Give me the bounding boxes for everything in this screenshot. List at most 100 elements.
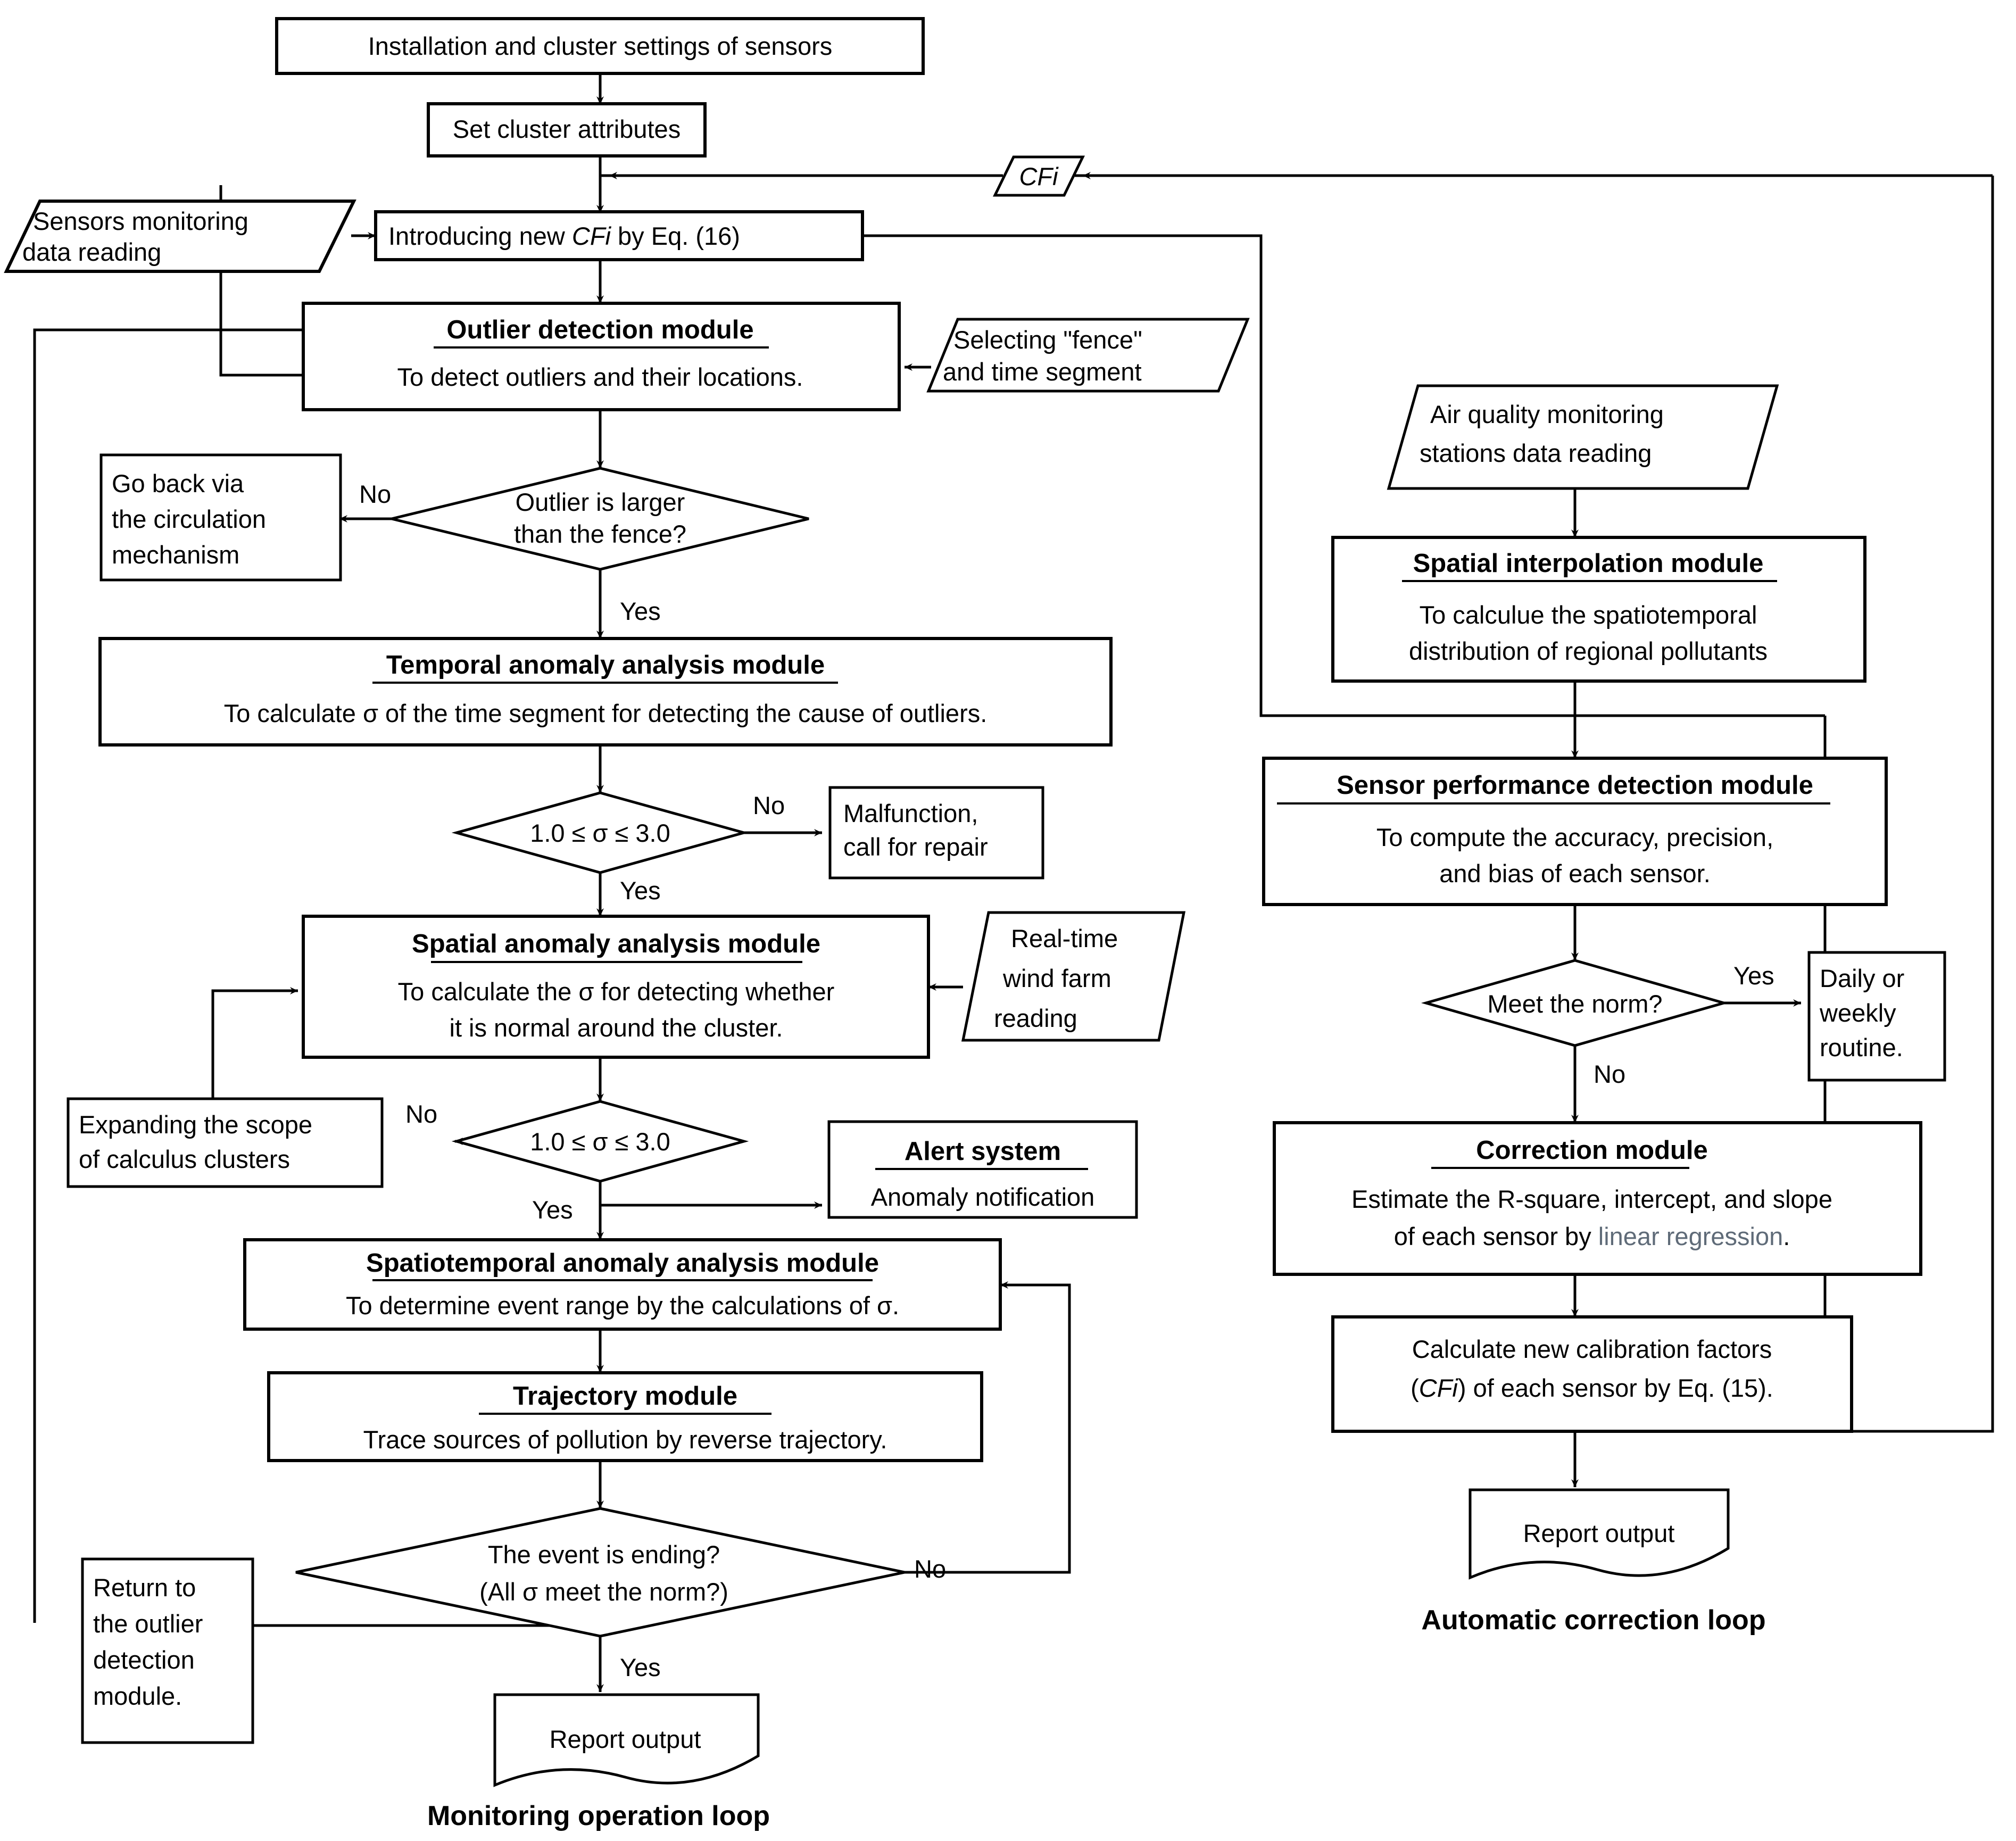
edge-label-outlier-yes: Yes <box>620 597 661 625</box>
node-sensor-perf-module-body1: To compute the accuracy, precision, <box>1376 823 1773 851</box>
node-report-output-left[interactable]: Report output <box>493 1693 760 1787</box>
edge-label-outlier-no: No <box>359 480 391 508</box>
node-calc-cf-line1: Calculate new calibration factors <box>1412 1335 1772 1363</box>
node-alert-system-title: Alert system <box>905 1137 1061 1166</box>
node-event-ending-line1: The event is ending? <box>488 1540 720 1569</box>
node-go-back-line3: mechanism <box>112 541 239 569</box>
node-spatial-module-body2: it is normal around the cluster. <box>450 1014 783 1042</box>
node-go-back-line2: the circulation <box>112 505 266 533</box>
node-correction-module-title: Correction module <box>1476 1136 1708 1165</box>
node-go-back[interactable]: Go back via the circulation mechanism <box>99 453 342 582</box>
node-sigma-decision-1-label: 1.0 ≤ σ ≤ 3.0 <box>530 819 670 847</box>
node-cfi-tag[interactable]: CFi <box>993 155 1085 197</box>
node-spatial-module[interactable]: Spatial anomaly analysis module To calcu… <box>302 915 930 1059</box>
edge-expanding-rail <box>211 989 287 1099</box>
node-outlier-module-body: To detect outliers and their locations. <box>397 363 803 391</box>
label-monitoring-operation-loop: Monitoring operation loop <box>427 1801 770 1831</box>
node-correction-module-body1: Estimate the R-square, intercept, and sl… <box>1351 1185 1832 1213</box>
node-sigma-decision-1[interactable]: 1.0 ≤ σ ≤ 3.0 <box>451 791 749 874</box>
node-event-ending-line2: (All σ meet the norm?) <box>479 1578 728 1606</box>
node-daily-weekly-line2: weekly <box>1819 999 1896 1027</box>
node-set-cluster-label: Set cluster attributes <box>453 115 681 143</box>
node-spatiotemporal-module[interactable]: Spatiotemporal anomaly analysis module T… <box>243 1238 1002 1331</box>
node-installation[interactable]: Installation and cluster settings of sen… <box>275 17 925 75</box>
node-air-quality[interactable]: Air quality monitoring stations data rea… <box>1387 384 1779 490</box>
node-set-cluster[interactable]: Set cluster attributes <box>427 102 707 157</box>
node-sensor-perf-module-body2: and bias of each sensor. <box>1439 859 1711 888</box>
node-temporal-module[interactable]: Temporal anomaly analysis module To calc… <box>98 637 1113 747</box>
node-spatiotemporal-module-title: Spatiotemporal anomaly analysis module <box>366 1249 879 1278</box>
node-daily-weekly[interactable]: Daily or weekly routine. <box>1807 951 1946 1082</box>
node-trajectory-module-body: Trace sources of pollution by reverse tr… <box>363 1425 887 1454</box>
node-return-outlier-line3: detection <box>93 1646 195 1674</box>
edge-label-event-yes: Yes <box>620 1653 661 1681</box>
node-alert-system[interactable]: Alert system Anomaly notification <box>827 1120 1138 1219</box>
node-air-quality-line1: Air quality monitoring <box>1430 400 1664 428</box>
node-outlier-decision-line2: than the fence? <box>514 520 686 548</box>
node-introducing-cfi-label: Introducing new CFi by Eq. (16) <box>388 222 740 250</box>
node-wind-farm-line1: Real-time <box>1011 924 1118 952</box>
node-selecting-fence[interactable]: Selecting "fence" and time segment <box>926 318 1250 393</box>
node-selecting-fence-line1: Selecting "fence" <box>953 326 1142 354</box>
node-return-outlier-line2: the outlier <box>93 1610 203 1638</box>
node-expanding-scope[interactable]: Expanding the scope of calculus clusters <box>67 1097 384 1188</box>
node-outlier-decision[interactable]: Outlier is larger than the fence? <box>391 467 809 571</box>
node-sigma-decision-2-label: 1.0 ≤ σ ≤ 3.0 <box>530 1127 670 1156</box>
label-automatic-correction-loop: Automatic correction loop <box>1421 1605 1765 1636</box>
node-event-ending[interactable]: The event is ending? (All σ meet the nor… <box>295 1507 905 1638</box>
node-sensors-reading-line1: Sensors monitoring <box>33 207 248 235</box>
edge-label-sigma1-no: No <box>753 791 785 819</box>
node-wind-farm-line2: wind farm <box>1002 964 1111 992</box>
edge-label-norm-no: No <box>1594 1060 1625 1088</box>
node-report-output-left-label: Report output <box>550 1725 701 1753</box>
node-sensors-reading[interactable]: Sensors monitoring data reading <box>4 200 356 273</box>
node-temporal-module-body: To calculate σ of the time segment for d… <box>224 699 988 727</box>
node-sigma-decision-2[interactable]: 1.0 ≤ σ ≤ 3.0 <box>451 1100 749 1183</box>
node-return-outlier[interactable]: Return to the outlier detection module. <box>81 1557 254 1744</box>
node-return-outlier-line1: Return to <box>93 1573 196 1602</box>
node-outlier-module-title: Outlier detection module <box>446 316 753 344</box>
node-installation-label: Installation and cluster settings of sen… <box>368 32 833 60</box>
edge-return-rail <box>33 328 351 1623</box>
node-interpolation-module-body2: distribution of regional pollutants <box>1409 637 1768 665</box>
edge-label-norm-yes: Yes <box>1733 961 1774 990</box>
node-calc-cf[interactable]: Calculate new calibration factors (CFi) … <box>1331 1315 1853 1433</box>
node-selecting-fence-line2: and time segment <box>943 358 1142 386</box>
node-cfi-tag-label: CFi <box>1019 162 1059 190</box>
edge-sigma2-yes-to-alert <box>599 1181 811 1207</box>
node-air-quality-line2: stations data reading <box>1420 439 1652 467</box>
node-daily-weekly-line3: routine. <box>1820 1033 1903 1062</box>
node-outlier-decision-line1: Outlier is larger <box>516 488 685 516</box>
edge-label-sigma2-yes: Yes <box>532 1196 573 1224</box>
node-trajectory-module-title: Trajectory module <box>513 1382 737 1411</box>
node-malfunction-line2: call for repair <box>843 833 988 861</box>
node-meet-norm[interactable]: Meet the norm? <box>1421 959 1729 1047</box>
node-malfunction-line1: Malfunction, <box>843 799 978 827</box>
node-expanding-scope-line2: of calculus clusters <box>79 1145 290 1173</box>
node-return-outlier-line4: module. <box>93 1682 182 1710</box>
node-interpolation-module-title: Spatial interpolation module <box>1413 549 1764 578</box>
node-spatiotemporal-module-body: To determine event range by the calculat… <box>346 1291 899 1320</box>
node-interpolation-module-body1: To calculue the spatiotemporal <box>1420 601 1757 629</box>
node-report-output-right-label: Report output <box>1523 1519 1675 1547</box>
edge-label-sigma2-no: No <box>405 1100 437 1128</box>
node-calc-cf-line2: (CFi) of each sensor by Eq. (15). <box>1411 1374 1773 1402</box>
node-sensor-perf-module[interactable]: Sensor performance detection module To c… <box>1262 757 1888 906</box>
node-correction-module-body2: of each sensor by linear regression. <box>1394 1222 1790 1250</box>
node-correction-module[interactable]: Correction module Estimate the R-square,… <box>1273 1121 1922 1276</box>
node-interpolation-module[interactable]: Spatial interpolation module To calculue… <box>1331 536 1866 683</box>
node-wind-farm[interactable]: Real-time wind farm reading <box>961 911 1186 1042</box>
node-trajectory-module[interactable]: Trajectory module Trace sources of pollu… <box>267 1371 983 1462</box>
node-daily-weekly-line1: Daily or <box>1820 964 1904 992</box>
node-temporal-module-title: Temporal anomaly analysis module <box>386 651 825 679</box>
node-spatial-module-body1: To calculate the σ for detecting whether <box>398 977 835 1006</box>
node-go-back-line1: Go back via <box>112 469 244 497</box>
node-report-output-right[interactable]: Report output <box>1469 1488 1730 1580</box>
node-malfunction[interactable]: Malfunction, call for repair <box>828 786 1044 880</box>
node-expanding-scope-line1: Expanding the scope <box>79 1110 312 1139</box>
node-sensors-reading-line2: data reading <box>22 238 161 266</box>
node-outlier-module[interactable]: Outlier detection module To detect outli… <box>302 302 901 411</box>
node-introducing-cfi[interactable]: Introducing new CFi by Eq. (16) <box>374 210 864 261</box>
